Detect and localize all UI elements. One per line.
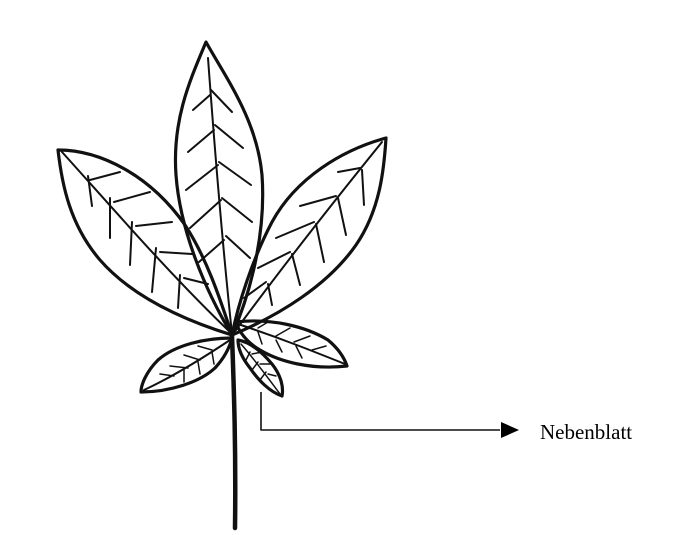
- leaf-stem: [232, 336, 235, 528]
- stipule-label: Nebenblatt: [540, 420, 632, 444]
- left-leaflet: [58, 150, 232, 335]
- right-leaflet: [232, 138, 386, 335]
- pointer-line: [261, 392, 500, 430]
- lower-left-leaflet: [141, 338, 232, 392]
- arrowhead-icon: [501, 422, 519, 438]
- stipule-pointer: [261, 392, 519, 438]
- lower-right-leaflet: [236, 321, 347, 367]
